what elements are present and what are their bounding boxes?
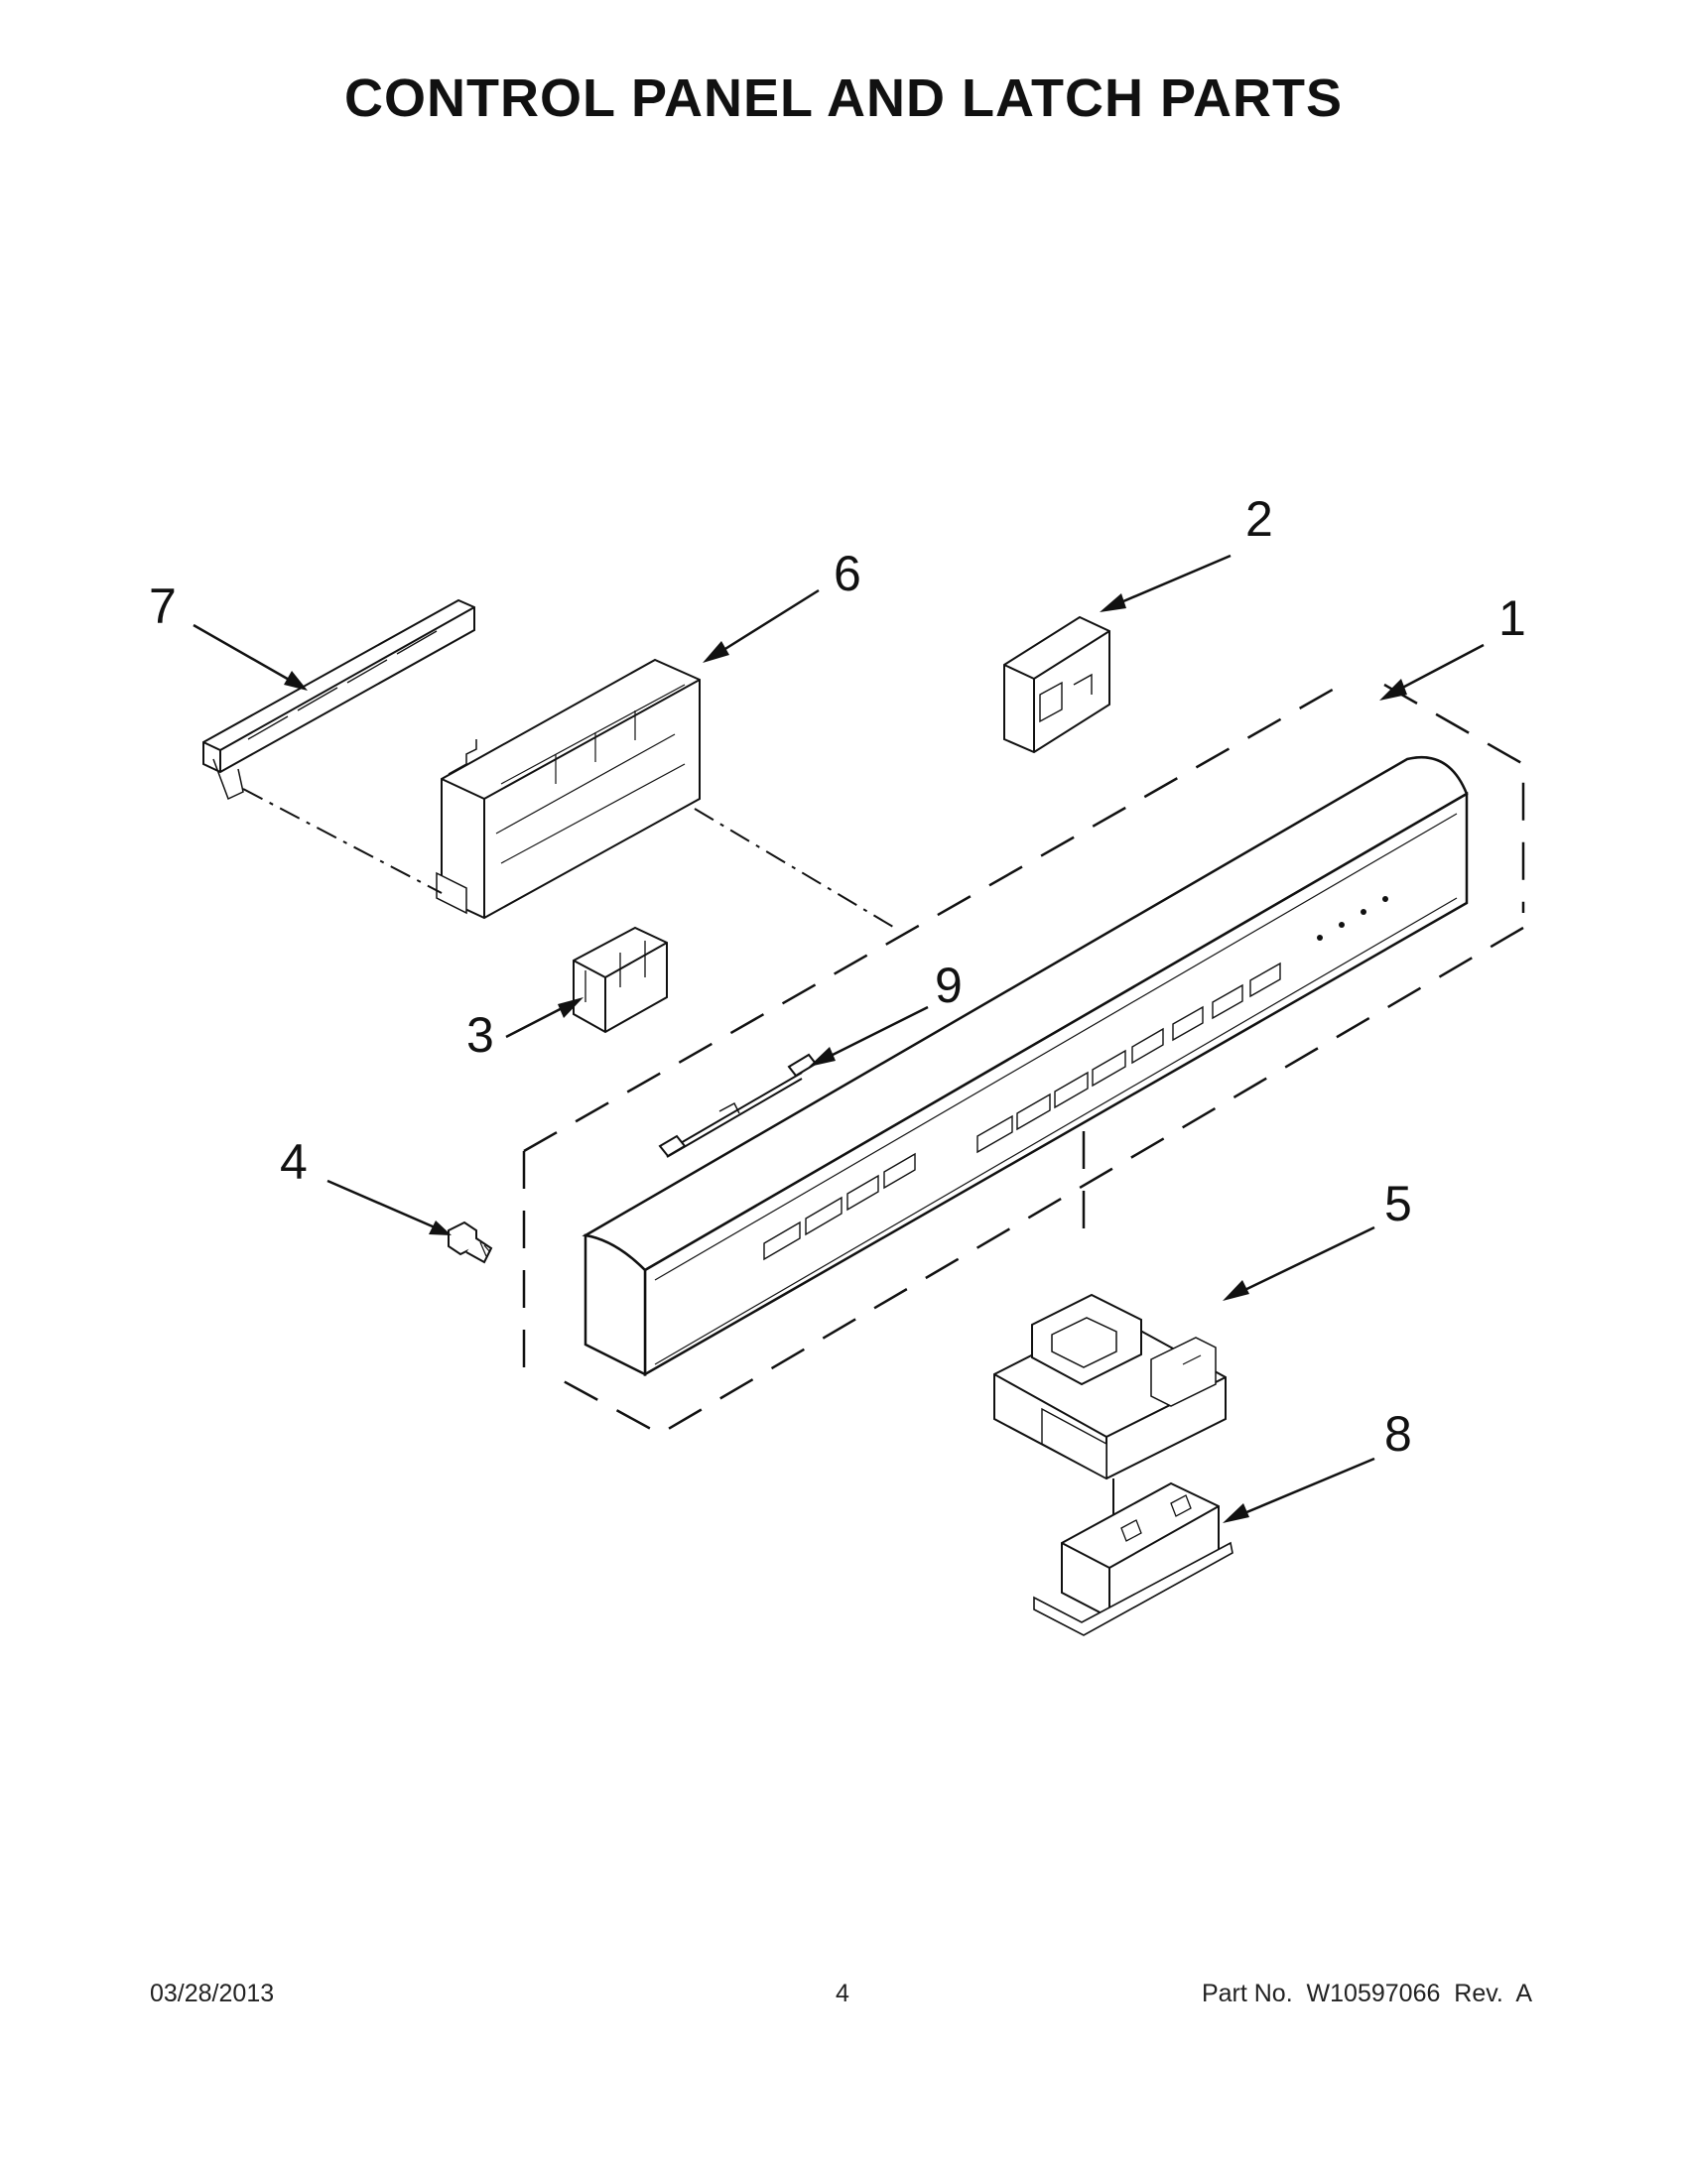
footer-part-number: Part No. W10597066 Rev. A [1201, 1980, 1532, 2007]
callout-1: 1 [1498, 590, 1526, 646]
option-buttons [976, 962, 1281, 1154]
part-2-bracket[interactable] [1003, 615, 1110, 754]
leader-arrowheads [284, 593, 1407, 1523]
callout-7: 7 [149, 578, 177, 634]
callout-2: 2 [1245, 491, 1273, 547]
callout-4: 4 [280, 1134, 308, 1190]
part-6-control-board[interactable] [436, 658, 701, 920]
part-3-clip[interactable] [573, 926, 668, 1034]
callout-5: 5 [1384, 1176, 1412, 1231]
part-4-screw[interactable] [448, 1220, 493, 1264]
part-7-mounting-rail[interactable] [202, 598, 475, 801]
part-5-latch[interactable] [993, 1293, 1227, 1480]
part-1-console[interactable] [582, 755, 1469, 1377]
part-8-latch-cover[interactable] [1033, 1481, 1233, 1636]
callout-6: 6 [834, 546, 861, 601]
callout-labels: 1 2 3 4 5 6 7 8 9 [149, 491, 1526, 1462]
footer-date: 03/28/2013 [150, 1980, 275, 2007]
part-9-wire-harness[interactable] [658, 1053, 818, 1158]
footer-page-number: 4 [836, 1980, 849, 2007]
status-indicator-lights [1317, 896, 1388, 941]
page-title: CONTROL PANEL AND LATCH PARTS [344, 68, 1343, 128]
leader-arrows [193, 554, 1485, 1520]
callout-9: 9 [935, 958, 963, 1013]
callout-8: 8 [1384, 1406, 1412, 1462]
assembly-outline [522, 681, 1525, 1436]
connection-lines [242, 788, 899, 931]
callout-3: 3 [466, 1007, 494, 1063]
cycle-buttons [763, 1152, 916, 1261]
